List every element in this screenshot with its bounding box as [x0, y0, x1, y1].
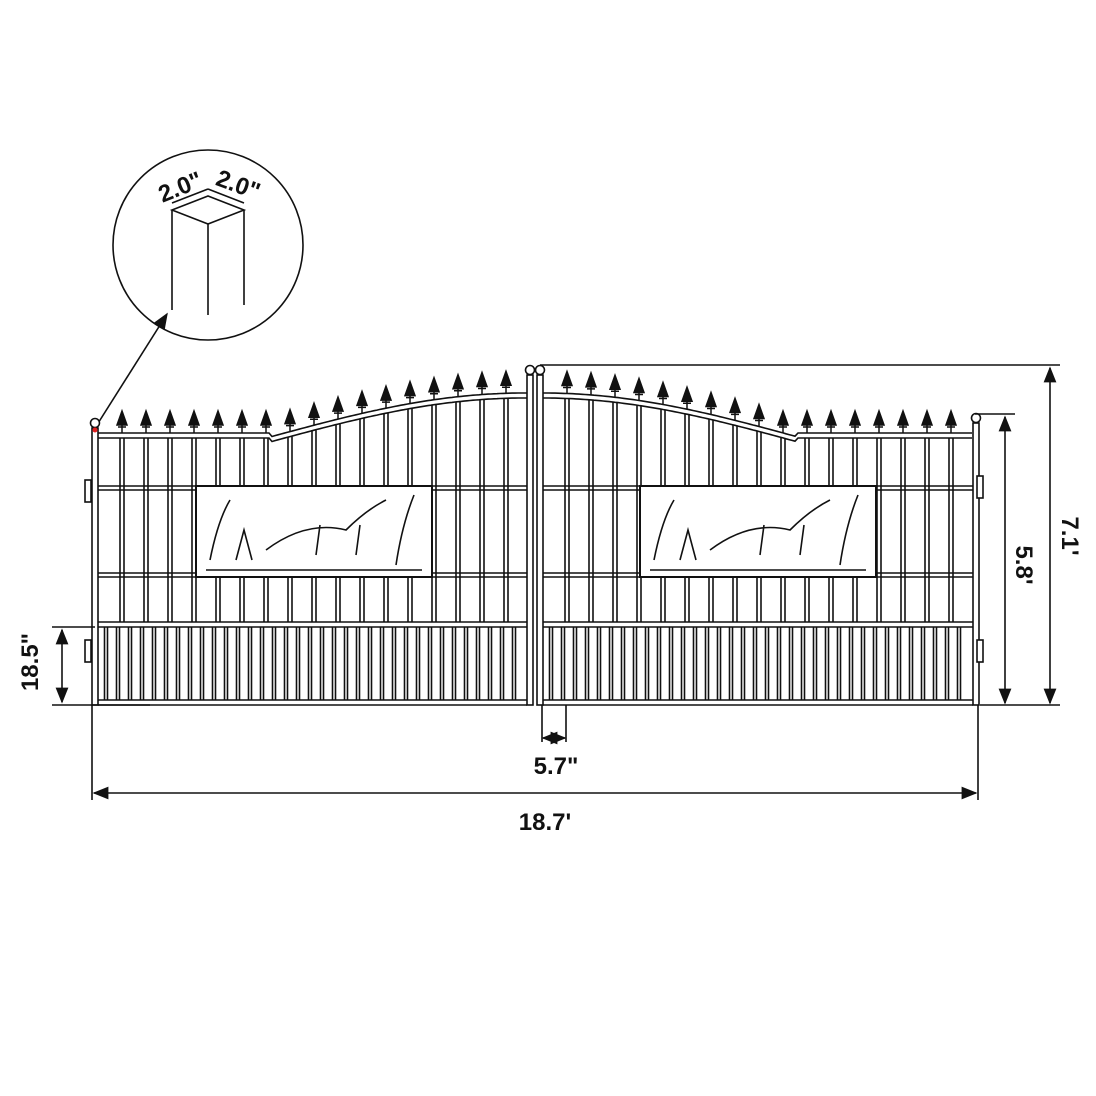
gate-post: [536, 374, 544, 706]
deer-scene-art: [206, 494, 422, 571]
spear-finial-icon: [499, 369, 513, 394]
spear-finial-icon: [379, 383, 393, 409]
spear-finial-icon: [704, 390, 718, 415]
spear-finial-icon: [728, 396, 742, 421]
gate-leaves: [84, 364, 984, 706]
dimension-lines: [52, 364, 1060, 800]
deer-scene-panel: [195, 485, 433, 578]
spear-finial-icon: [560, 369, 574, 394]
spear-finial-icon: [163, 408, 177, 433]
detail-circle: [112, 149, 304, 341]
spear-finial-icon: [824, 408, 838, 433]
deer-scene-panel: [639, 485, 877, 578]
spear-finial-icon: [355, 389, 369, 414]
post-cap-ball: [524, 364, 536, 376]
total-width-label: 18.7': [519, 809, 571, 836]
spear-finial-icon: [848, 408, 862, 433]
post-cap-ball: [970, 412, 982, 424]
spear-finial-icon: [187, 408, 201, 433]
spear-finial-icon: [680, 384, 694, 410]
hinge-icon: [976, 475, 984, 499]
spear-finial-icon: [608, 373, 622, 398]
post-detail-callout: 2.0" 2.0": [94, 149, 304, 429]
spear-finial-icon: [475, 370, 489, 395]
spear-finial-icon: [331, 394, 345, 420]
post-cap-ball: [534, 364, 546, 376]
hinge-icon: [84, 639, 92, 663]
spear-finial-icon: [656, 380, 670, 405]
spear-finial-icon: [235, 408, 249, 433]
spear-finial-icon: [115, 408, 129, 433]
spear-finial-icon: [211, 408, 225, 433]
spear-finial-icon: [944, 408, 958, 433]
hinge-icon: [84, 479, 92, 503]
red-marker-dot: [92, 427, 98, 433]
spear-finial-icon: [403, 379, 417, 404]
spear-finial-icon: [752, 402, 766, 427]
spear-finial-icon: [283, 407, 297, 432]
spear-finial-icon: [920, 408, 934, 433]
bottom-section-label: 18.5": [17, 633, 44, 691]
detail-width-label: 2.0": [155, 167, 207, 209]
spear-finial-icon: [427, 375, 441, 400]
spear-finial-icon: [307, 400, 321, 426]
post-height-label: 5.8': [1010, 545, 1037, 584]
hinge-icon: [976, 639, 984, 663]
spear-finial-icon: [872, 408, 886, 433]
total-height-label: 7.1': [1056, 516, 1083, 555]
spear-finial-icon: [896, 408, 910, 433]
center-gap-label: 5.7": [534, 753, 579, 780]
spear-finial-icon: [451, 372, 465, 397]
gate-post: [526, 374, 534, 706]
spear-finial-icon: [259, 408, 273, 433]
gate-post: [91, 427, 99, 706]
spear-finial-icon: [776, 408, 790, 433]
callout-arrow: [94, 312, 168, 429]
spear-finial-icon: [584, 370, 598, 395]
spear-finial-icon: [139, 408, 153, 433]
deer-scene-art: [650, 494, 866, 571]
spear-finial-icon: [800, 408, 814, 433]
post-cap-ball: [89, 417, 101, 429]
detail-depth-label: 2.0": [212, 165, 263, 206]
spear-finial-icon: [632, 376, 646, 401]
post-prism-icon: [169, 188, 247, 315]
